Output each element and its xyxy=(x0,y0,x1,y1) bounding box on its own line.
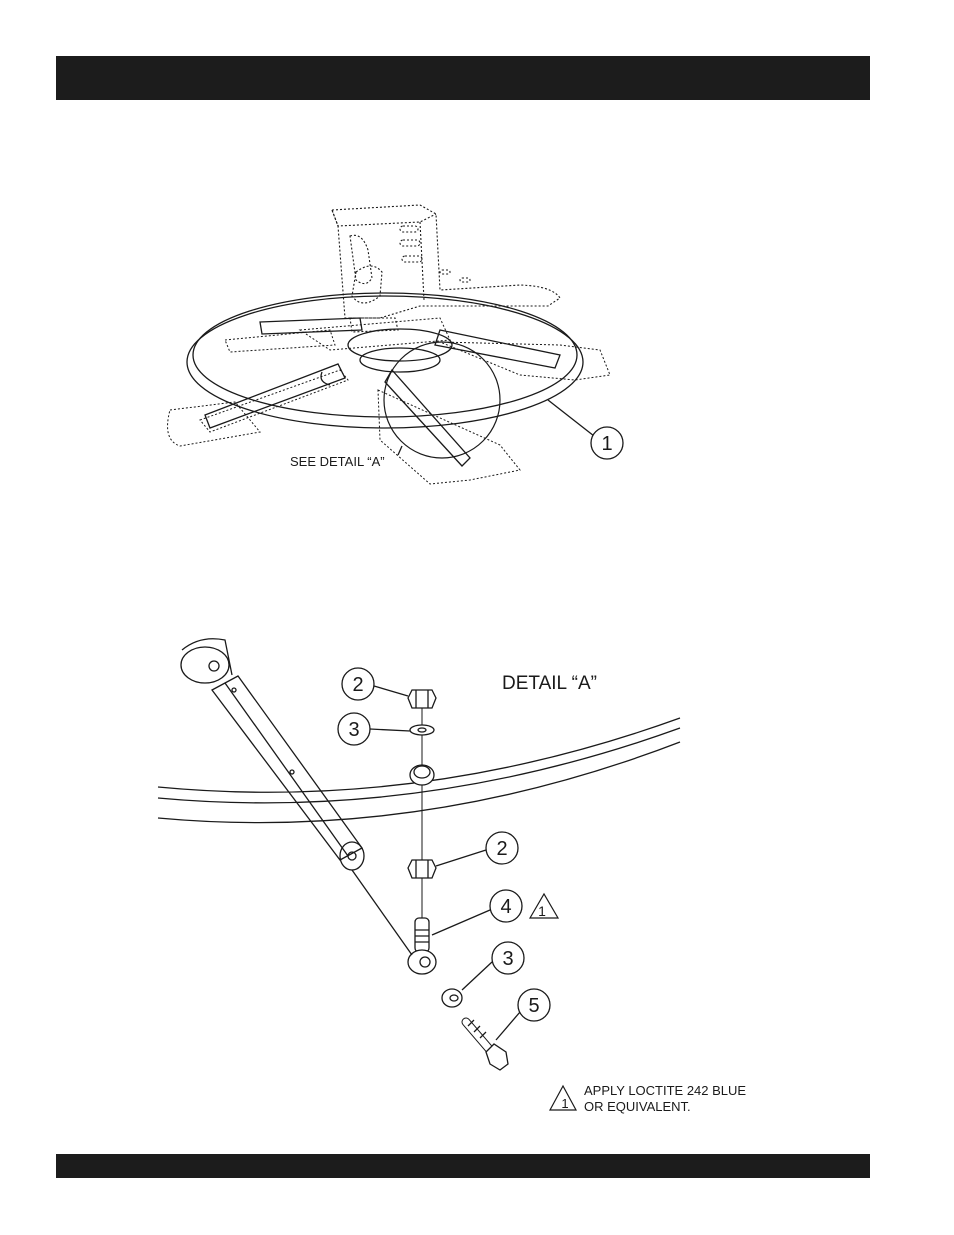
trowel-assembly-illustration xyxy=(168,205,610,484)
callout-5-number: 5 xyxy=(528,995,539,1017)
callout-2-lower-number: 2 xyxy=(496,838,507,860)
callout-3-top: 3 xyxy=(338,713,370,745)
callout-2-top: 2 xyxy=(342,668,374,700)
callout-1-number: 1 xyxy=(601,433,612,455)
detail-a-illustration xyxy=(158,639,680,1070)
callout-2-top-number: 2 xyxy=(352,674,363,696)
warning-symbol-number: 1 xyxy=(538,903,546,919)
see-detail-label: SEE DETAIL “A” xyxy=(290,454,385,469)
note-line-1: APPLY LOCTITE 242 BLUE xyxy=(584,1083,746,1098)
callout-5: 5 xyxy=(518,989,550,1021)
callout-2-lower: 2 xyxy=(486,832,518,864)
note-line-2: OR EQUIVALENT. xyxy=(584,1099,691,1114)
detail-a-title: DETAIL “A” xyxy=(502,673,597,694)
callout-3-top-number: 3 xyxy=(348,719,359,741)
note-symbol-number: 1 xyxy=(561,1096,568,1111)
note-warning-triangle-icon: 1 xyxy=(550,1086,576,1111)
warning-triangle-icon: 1 xyxy=(530,894,558,919)
callout-4-number: 4 xyxy=(500,896,511,918)
footer-bar xyxy=(56,1154,870,1178)
callout-1: 1 xyxy=(591,427,623,459)
callout-3-lower: 3 xyxy=(492,942,524,974)
callout-3-lower-number: 3 xyxy=(502,948,513,970)
callout-4: 4 xyxy=(490,890,522,922)
